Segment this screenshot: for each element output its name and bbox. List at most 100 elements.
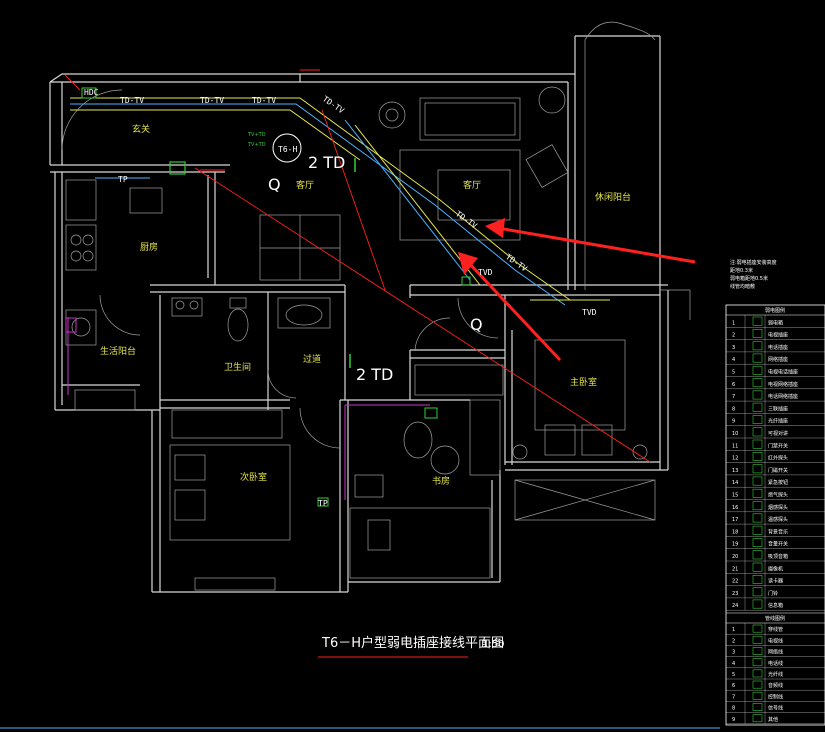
legend-row-text: 吸顶音箱 — [768, 553, 788, 560]
legend-row-number: 22 — [732, 579, 738, 585]
annotation-arrows — [458, 218, 696, 362]
legend-header-lines: 管线图例 — [765, 615, 785, 622]
legend-row-number: 4 — [732, 661, 735, 667]
legend-note: 距地0.3米 — [730, 267, 753, 274]
room-living: 客厅 — [463, 179, 481, 191]
legend-symbol-icon — [752, 538, 763, 548]
legend-row-text: 读卡器 — [768, 578, 783, 585]
legend-row-number: 1 — [732, 320, 735, 326]
legend-row-number: 3 — [732, 650, 735, 656]
room-bathroom: 卫生间 — [224, 361, 251, 373]
legend-row-number: 13 — [732, 468, 738, 474]
legend-row-text: 背景音乐 — [768, 528, 788, 535]
legend-row-number: 11 — [732, 443, 738, 449]
legend-row-number: 12 — [732, 456, 738, 462]
legend-row-text: 门铃 — [768, 590, 778, 597]
legend-note: 线管均暗敷 — [730, 283, 755, 290]
legend-row-number: 1 — [732, 627, 735, 633]
legend-row-text: 电话线 — [768, 660, 783, 667]
legend-row-text: 紧急按钮 — [768, 479, 788, 486]
legend-symbol-icon — [752, 316, 763, 326]
legend-row-text: 音量开关 — [768, 541, 788, 548]
legend-row-text: 烟感探头 — [768, 504, 788, 511]
legend-symbol-icon — [752, 525, 763, 535]
legend-symbol-icon — [752, 574, 763, 584]
legend-symbol-icon — [752, 402, 763, 412]
legend-row-text: 弱电箱 — [768, 319, 783, 326]
label-tvd-master: TVD — [582, 308, 597, 317]
room-second: 次卧室 — [240, 471, 267, 483]
legend-row-number: 16 — [732, 505, 738, 511]
legend-row-text: 电视电话插座 — [768, 369, 798, 376]
walls — [49, 21, 691, 593]
legend-row-text: 音频线 — [768, 682, 783, 689]
legend-symbol-icon — [752, 669, 763, 678]
legend-row-number: 18 — [732, 529, 738, 535]
room-utility-balcony: 生活阳台 — [100, 345, 136, 357]
room-living-balcony: 休闲阳台 — [595, 191, 631, 203]
legend-symbol-icon — [752, 415, 763, 424]
legend-row-number: 8 — [732, 706, 735, 712]
room-study: 书房 — [432, 475, 450, 487]
legend-row-number: 21 — [732, 566, 738, 572]
legend-row-text: 门禁开关 — [768, 442, 788, 449]
legend-row-text: 其他 — [768, 716, 778, 723]
furniture — [61, 86, 648, 591]
legend-row-number: 2 — [732, 333, 735, 339]
legend-symbol-icon — [752, 341, 763, 351]
legend-row-text: 光纤插座 — [768, 418, 788, 425]
legend-row-number: 20 — [732, 554, 738, 560]
label-hdc: HDC — [84, 88, 99, 97]
legend-symbol-icon — [752, 427, 763, 437]
legend-row-number: 6 — [732, 382, 735, 388]
legend-symbol-icon — [752, 562, 763, 572]
room-master: 主卧室 — [570, 376, 597, 388]
legend-symbol-icon — [752, 550, 763, 560]
legend-symbol-icon — [752, 328, 763, 338]
legend-row-number: 15 — [732, 493, 738, 499]
room-kitchen: 厨房 — [140, 241, 158, 253]
legend-row-text: 穿线管 — [768, 626, 783, 633]
label-conduit-a: TD-TV — [120, 96, 144, 105]
conduits — [64, 69, 651, 500]
legend-symbol-icon — [752, 501, 763, 511]
legend-row-number: 19 — [732, 542, 738, 548]
legend-symbol-icon — [752, 647, 763, 655]
legend-symbol-icon — [752, 378, 763, 388]
legend-symbol-icon — [752, 365, 763, 375]
legend-row-text: 电视线 — [768, 637, 783, 644]
legend-symbol-icon — [752, 624, 763, 633]
room-labels: 玄关 客厅 厨房 休闲阳台 生活阳台 卫生间 过道 主卧室 次卧室 书房 客厅 — [100, 123, 631, 487]
label-tv-td: TV+TD — [247, 132, 266, 138]
label-unit: T6-H — [278, 145, 297, 154]
legend-note: 弱电箱距地0.5米 — [730, 275, 768, 282]
legend-row-number: 24 — [732, 603, 738, 609]
legend-symbol-icon — [752, 353, 763, 363]
legend-symbol-icon — [752, 587, 763, 597]
legend-row-number: 3 — [732, 345, 735, 351]
legend-row-number: 5 — [732, 370, 735, 376]
label-conduit-d: TD-TV — [321, 94, 346, 115]
legend-row-number: 9 — [732, 717, 735, 723]
legend-row-number: 7 — [732, 394, 735, 400]
legend-header-devices: 弱电图例 — [765, 307, 785, 314]
legend-row-text: 网络线 — [768, 649, 783, 656]
legend-symbol-icon — [752, 488, 763, 498]
label-conduit-b: TD-TV — [200, 96, 224, 105]
legend-symbol-icon — [752, 390, 763, 400]
legend-row-text: 电视插座 — [768, 332, 788, 339]
label-tv-tp: TV+TD — [247, 142, 266, 148]
legend-row-text: 可视对讲 — [768, 430, 788, 437]
legend-row-text: 电话网络插座 — [768, 393, 798, 400]
label-tp-study: TP — [318, 499, 328, 508]
legend-row-text: 控制线 — [768, 693, 783, 700]
devices — [65, 87, 471, 507]
legend-row-number: 8 — [732, 406, 735, 412]
legend-symbol-icon — [752, 464, 763, 474]
legend-symbol-icon — [752, 451, 763, 461]
legend-row-number: 2 — [732, 638, 735, 644]
legend-row-number: 10 — [732, 431, 738, 437]
legend-row-number: 23 — [732, 591, 738, 597]
